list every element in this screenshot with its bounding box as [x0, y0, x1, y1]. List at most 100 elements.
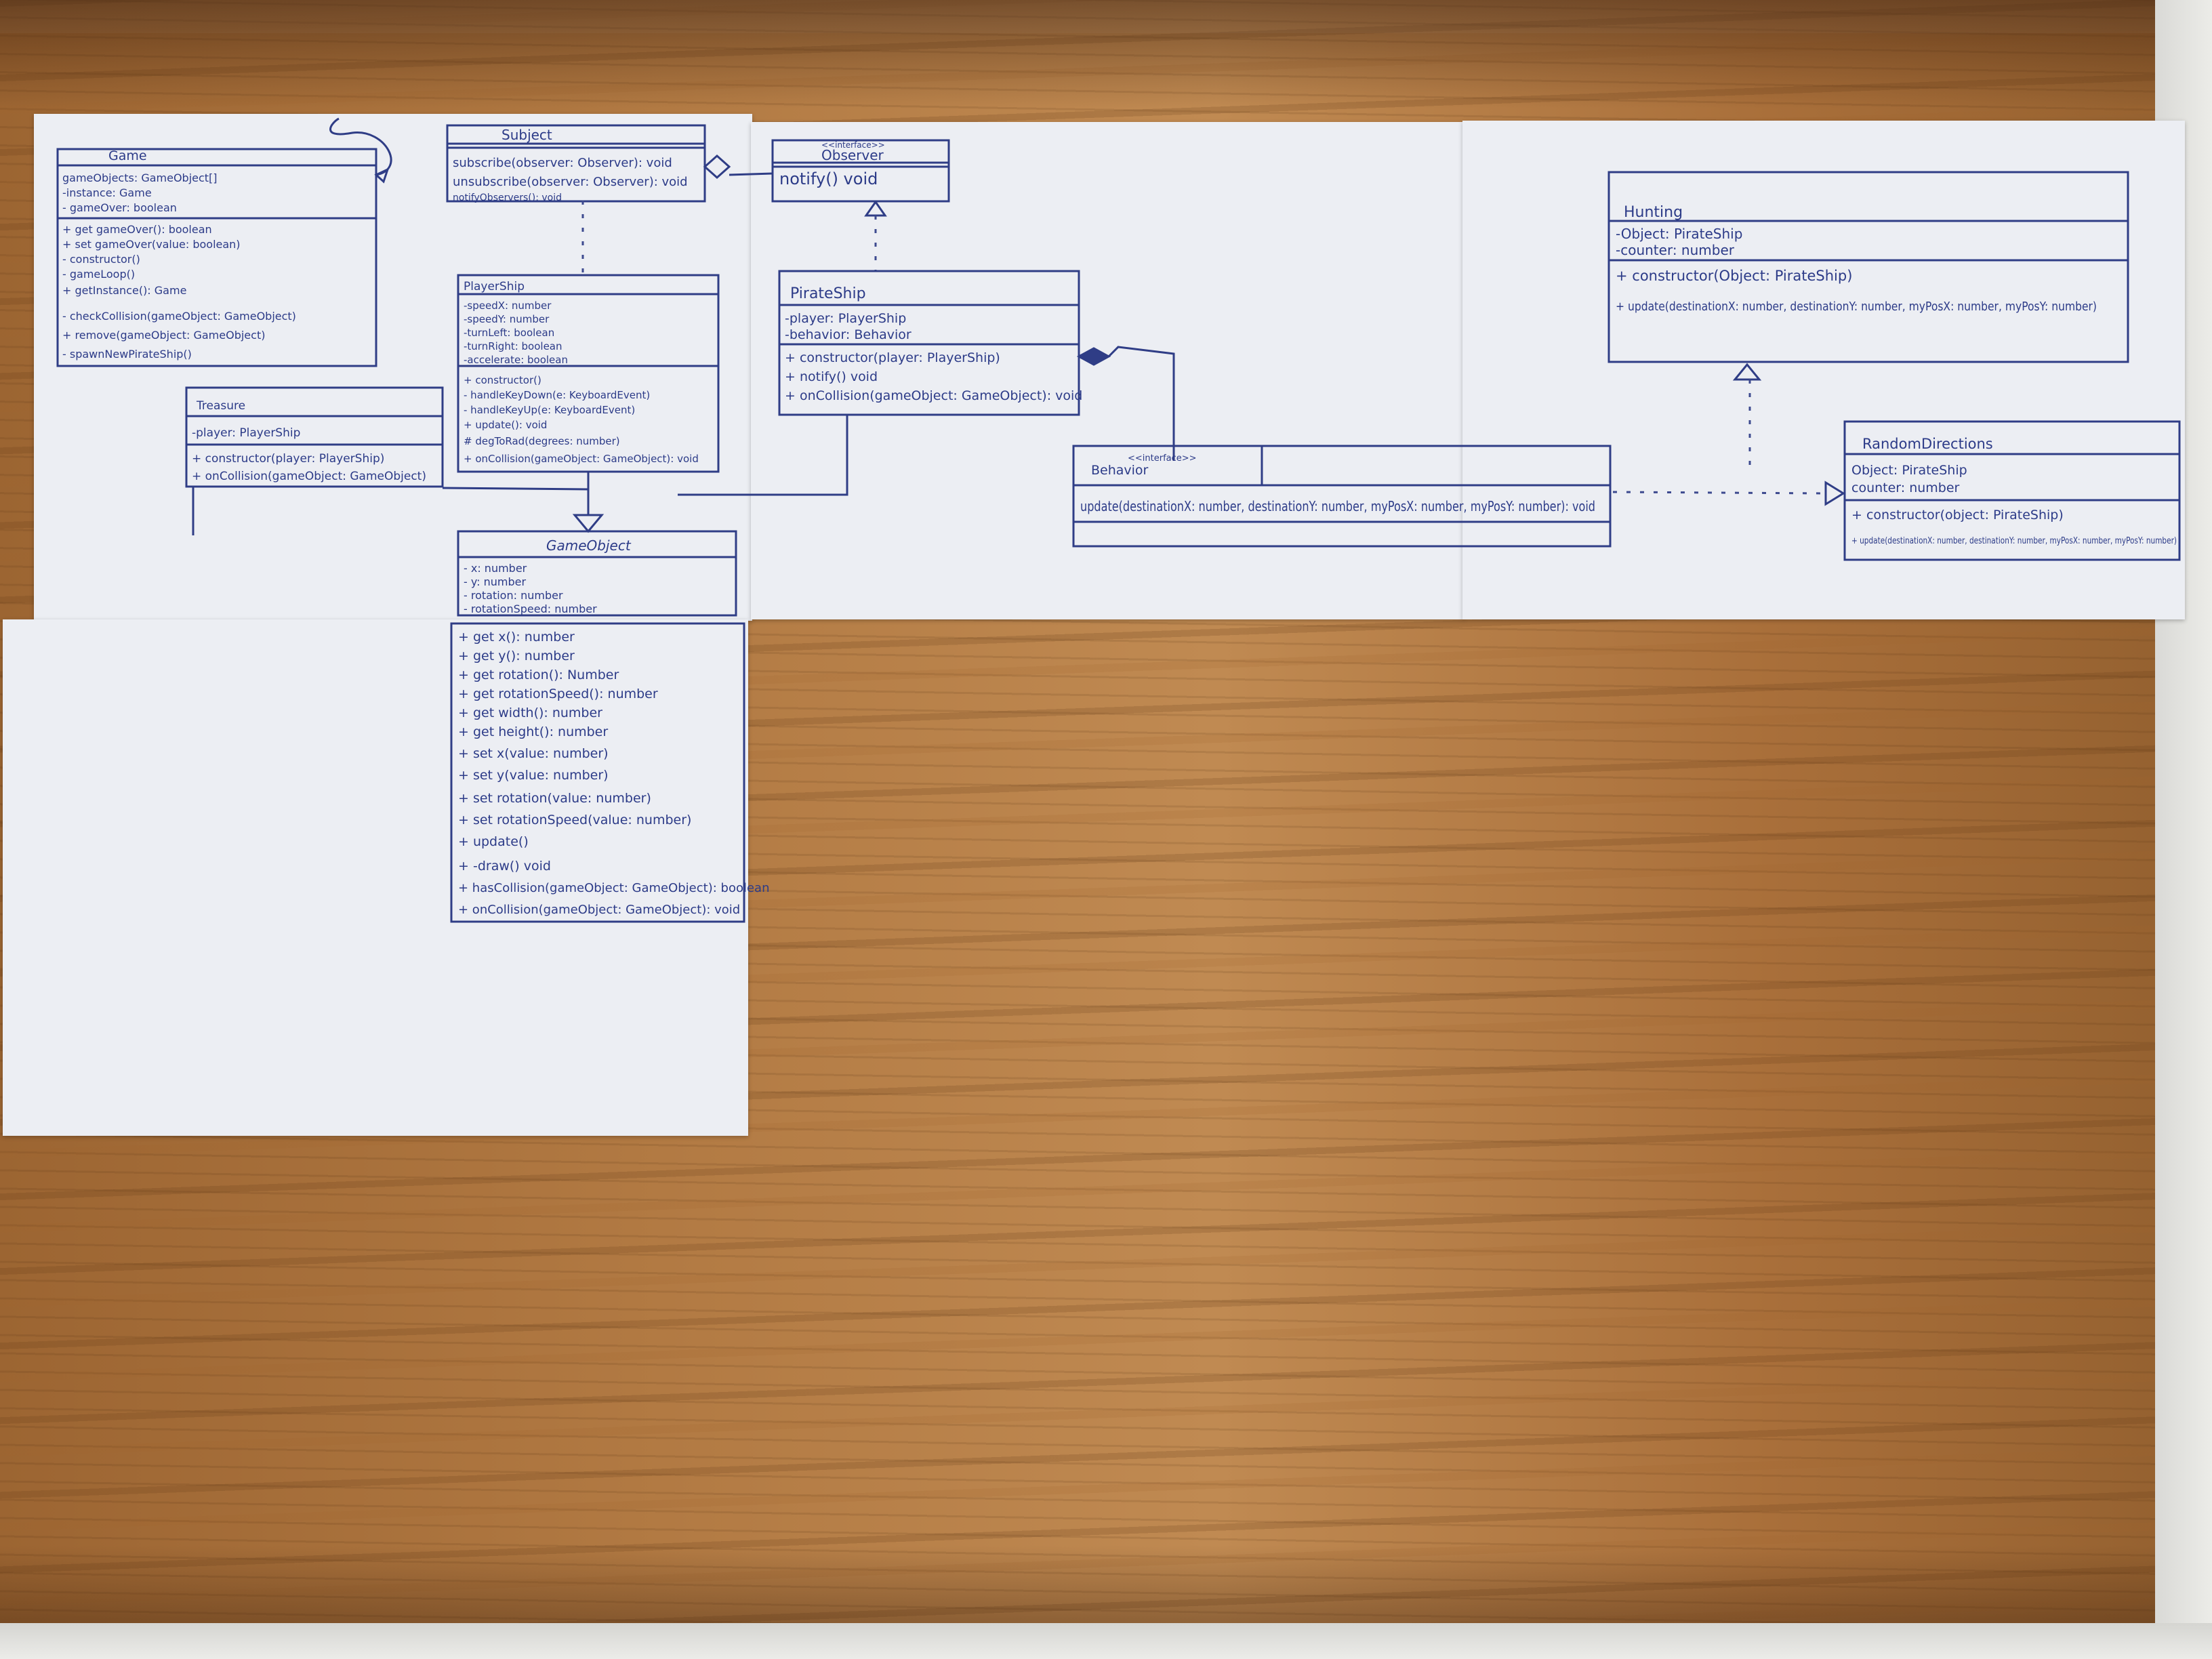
class-subject-name: Subject [501, 127, 552, 143]
class-observer-method-0: notify() void [779, 169, 878, 188]
class-gameobject-method-0: + get x(): number [458, 630, 575, 644]
class-gameobject-method-7: + set y(value: number) [458, 768, 609, 783]
class-gameobject-method-13: + onCollision(gameObject: GameObject): v… [458, 903, 740, 917]
hunting-realization-arrowhead [1732, 363, 1762, 381]
class-playership-attr-4: -accelerate: boolean [464, 354, 568, 366]
class-playership-name: PlayerShip [464, 280, 525, 293]
class-behavior-method-0: update(destinationX: number, destination… [1080, 498, 1595, 514]
class-gameobject-method-1: + get y(): number [458, 649, 575, 663]
class-gameobject-method-3: + get rotationSpeed(): number [458, 687, 658, 701]
class-game-method-2: - constructor() [62, 253, 140, 266]
pirateship-composition-diamond [1076, 347, 1111, 366]
class-gameobject-attr-3: - rotationSpeed: number [464, 602, 597, 615]
class-gameobject-method-6: + set x(value: number) [458, 746, 609, 761]
class-treasure-method-1: + onCollision(gameObject: GameObject) [192, 470, 426, 483]
class-randomdirections: RandomDirections Object: PirateShip coun… [1843, 420, 2181, 561]
paper-sheet-top-right [1462, 121, 2185, 619]
class-subject-method-0: subscribe(observer: Observer): void [453, 156, 672, 170]
class-gameobject-method-12: + hasCollision(gameObject: GameObject): … [458, 881, 769, 895]
class-gameobject-method-9: + set rotationSpeed(value: number) [458, 813, 691, 827]
pirateship-behavior-composition [1107, 346, 1175, 461]
class-gameobject-attr-2: - rotation: number [464, 589, 563, 602]
class-playership-attr-3: -turnRight: boolean [464, 340, 562, 352]
class-game-method-6: + remove(gameObject: GameObject) [62, 329, 265, 342]
class-game-method-4: + getInstance(): Game [62, 284, 186, 297]
class-hunting-method-1: + update(destinationX: number, destinati… [1616, 300, 2097, 314]
class-hunting-attr-1: -counter: number [1616, 242, 1735, 258]
class-game-method-5: - checkCollision(gameObject: GameObject) [62, 310, 296, 323]
subject-observer-association [729, 172, 773, 176]
class-game-method-1: + set gameOver(value: boolean) [62, 238, 241, 251]
class-pirateship-attr-0: -player: PlayerShip [785, 311, 906, 326]
class-randomdirections-name: RandomDirections [1862, 436, 1993, 452]
class-observer: <<interface>> Observer notify() void [771, 139, 950, 203]
class-game-attr-1: -instance: Game [62, 186, 152, 199]
class-pirateship-name: PirateShip [790, 285, 866, 302]
class-subject-method-2: notifyObservers(): void [453, 192, 562, 203]
paper-sheet-top-left [34, 114, 752, 621]
class-treasure-name: Treasure [196, 399, 245, 413]
class-playership-method-5: + onCollision(gameObject: GameObject): v… [464, 453, 699, 465]
class-gameobject-attr-0: - x: number [464, 562, 527, 575]
class-playership-method-4: # degToRad(degrees: number) [464, 435, 620, 447]
class-treasure-method-0: + constructor(player: PlayerShip) [192, 452, 384, 466]
class-pirateship-attr-1: -behavior: Behavior [785, 327, 912, 342]
pirateship-inheritance-line [678, 415, 848, 496]
class-pirateship-method-2: + onCollision(gameObject: GameObject): v… [785, 388, 1082, 403]
class-hunting-method-0: + constructor(Object: PirateShip) [1616, 268, 1852, 284]
class-hunting-attr-0: -Object: PirateShip [1616, 226, 1742, 242]
paper-sheet-top-middle [751, 122, 1464, 619]
class-randomdirections-method-1: + update(destinationX: number, destinati… [1851, 536, 2177, 546]
class-playership-method-3: + update(): void [464, 419, 547, 431]
class-randomdirections-attr-0: Object: PirateShip [1851, 463, 1967, 478]
class-gameobject-name: GameObject [546, 537, 632, 554]
class-subject-method-1: unsubscribe(observer: Observer): void [453, 175, 688, 189]
class-randomdirections-method-0: + constructor(object: PirateShip) [1851, 508, 2064, 523]
class-playership-method-1: - handleKeyDown(e: KeyboardEvent) [464, 389, 650, 401]
class-gameobject-method-8: + set rotation(value: number) [458, 791, 651, 806]
class-behavior: <<interface>> Behavior update(destinatio… [1072, 445, 1612, 548]
randomdirections-realization-arrowhead [1824, 480, 1845, 506]
class-gameobject: GameObject - x: number - y: number - rot… [450, 530, 769, 923]
class-pirateship-method-0: + constructor(player: PlayerShip) [785, 350, 1000, 365]
class-playership-attr-0: -speedX: number [464, 300, 552, 312]
observer-realization-arrowhead [864, 200, 887, 217]
game-self-arrowhead [374, 167, 390, 184]
class-pirateship: PirateShip -player: PlayerShip -behavior… [778, 270, 1082, 416]
class-game-attr-0: gameObjects: GameObject[] [62, 171, 218, 184]
gameobject-generalization-arrowhead [572, 514, 605, 533]
class-game: Game gameObjects: GameObject[] -instance… [56, 117, 392, 367]
class-gameobject-attr-1: - y: number [464, 575, 527, 588]
class-playership: PlayerShip -speedX: number -speedY: numb… [457, 274, 720, 473]
class-gameobject-method-5: + get height(): number [458, 724, 608, 739]
class-gameobject-method-11: + -draw() void [458, 859, 551, 874]
class-game-attr-2: - gameOver: boolean [62, 201, 177, 214]
class-treasure-attr-0: -player: PlayerShip [192, 426, 300, 440]
treasure-to-gameobject-line [442, 487, 589, 491]
class-randomdirections-attr-1: counter: number [1851, 480, 1960, 495]
class-game-name: Game [108, 148, 147, 163]
class-hunting: Hunting -Object: PirateShip -counter: nu… [1607, 171, 2129, 363]
class-gameobject-method-10: + update() [458, 834, 529, 849]
class-behavior-stereotype: <<interface>> [1128, 453, 1197, 464]
floor-tiles-bottom [0, 1623, 2212, 1659]
class-treasure: Treasure -player: PlayerShip + construct… [185, 386, 444, 488]
class-playership-attr-2: -turnLeft: boolean [464, 327, 554, 339]
randomdirections-realizes-behavior [1612, 491, 1824, 495]
class-playership-method-0: + constructor() [464, 374, 541, 386]
class-playership-attr-1: -speedY: number [464, 313, 550, 325]
class-gameobject-method-4: + get width(): number [458, 705, 602, 720]
class-hunting-name: Hunting [1624, 204, 1683, 221]
subject-aggregation-diamond [703, 154, 731, 180]
class-observer-stereotype: <<interface>> [821, 140, 885, 150]
class-game-method-7: - spawnNewPirateShip() [62, 348, 192, 361]
class-playership-method-2: - handleKeyUp(e: KeyboardEvent) [464, 404, 635, 416]
paper-sheet-bottom-left [3, 619, 748, 1136]
class-game-method-0: + get gameOver(): boolean [62, 223, 212, 236]
class-behavior-name: Behavior [1091, 463, 1149, 478]
class-gameobject-method-2: + get rotation(): Number [458, 668, 619, 682]
table-shadow-top [0, 0, 2212, 108]
class-game-method-3: - gameLoop() [62, 268, 135, 281]
class-pirateship-method-1: + notify() void [785, 369, 878, 384]
